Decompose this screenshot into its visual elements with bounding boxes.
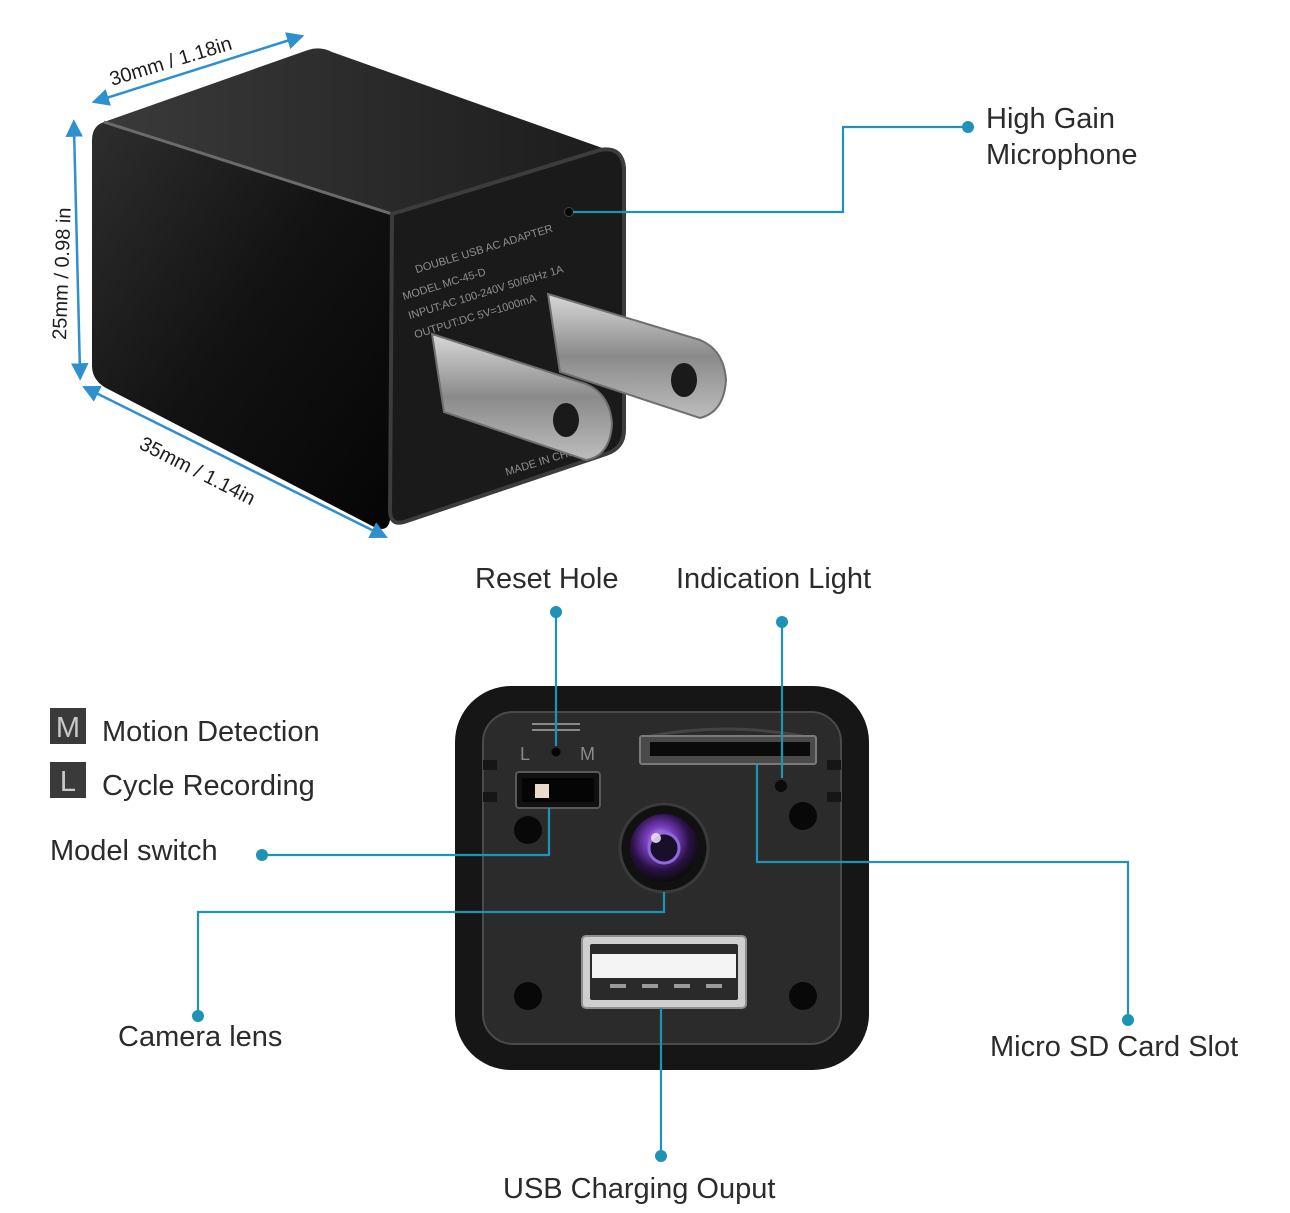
callout-model-switch: Model switch [50,808,551,867]
legend-label-motion: Motion Detection [102,716,320,748]
screw-hole [789,802,817,830]
legend-label-cycle: Cycle Recording [102,770,315,802]
legend-key-l: L [60,766,76,798]
reset-hole [551,747,561,757]
width-dimension: 30mm / 1.18in [107,33,235,91]
legend-key-box-l [50,762,86,798]
callout-indication-light: Indication Light [676,563,871,778]
callout-camera-lens: Camera lens [118,892,666,1053]
callout-microphone: High Gain Microphone [573,103,1138,214]
screw-hole [514,982,542,1010]
indication-light-label: Indication Light [676,563,871,595]
reset-hole-label: Reset Hole [475,563,618,595]
sd-slot-label: Micro SD Card Slot [990,1031,1238,1063]
callout-reset-hole: Reset Hole [475,563,618,746]
depth-arrow [82,386,388,538]
indication-light [775,780,787,792]
height-arrow [65,119,89,381]
plug-prongs [430,292,728,462]
height-dimension: 25mm / 0.98 in [49,207,76,340]
callout-usb-output: USB Charging Ouput [503,1008,775,1205]
microphone-label-line2: Microphone [986,139,1138,171]
device-bottom-view: L M [455,686,869,1070]
screw-hole [514,816,542,844]
usb-output-label: USB Charging Ouput [503,1173,775,1205]
mode-switch-knob[interactable] [535,784,549,798]
mode-legend: M Motion Detection L Cycle Recording [50,708,320,802]
switch-mark-m: M [580,744,595,764]
legend-key-box-m [50,708,86,744]
callout-sd-slot: Micro SD Card Slot [755,764,1238,1063]
model-switch-label: Model switch [50,835,218,867]
microphone-hole [564,207,574,217]
width-arrow [91,32,305,106]
screw-hole [789,982,817,1010]
microphone-label-line1: High Gain [986,103,1115,135]
legend-key-m: M [56,712,80,744]
switch-mark-l: L [520,744,530,764]
camera-lens-label: Camera lens [118,1021,282,1053]
